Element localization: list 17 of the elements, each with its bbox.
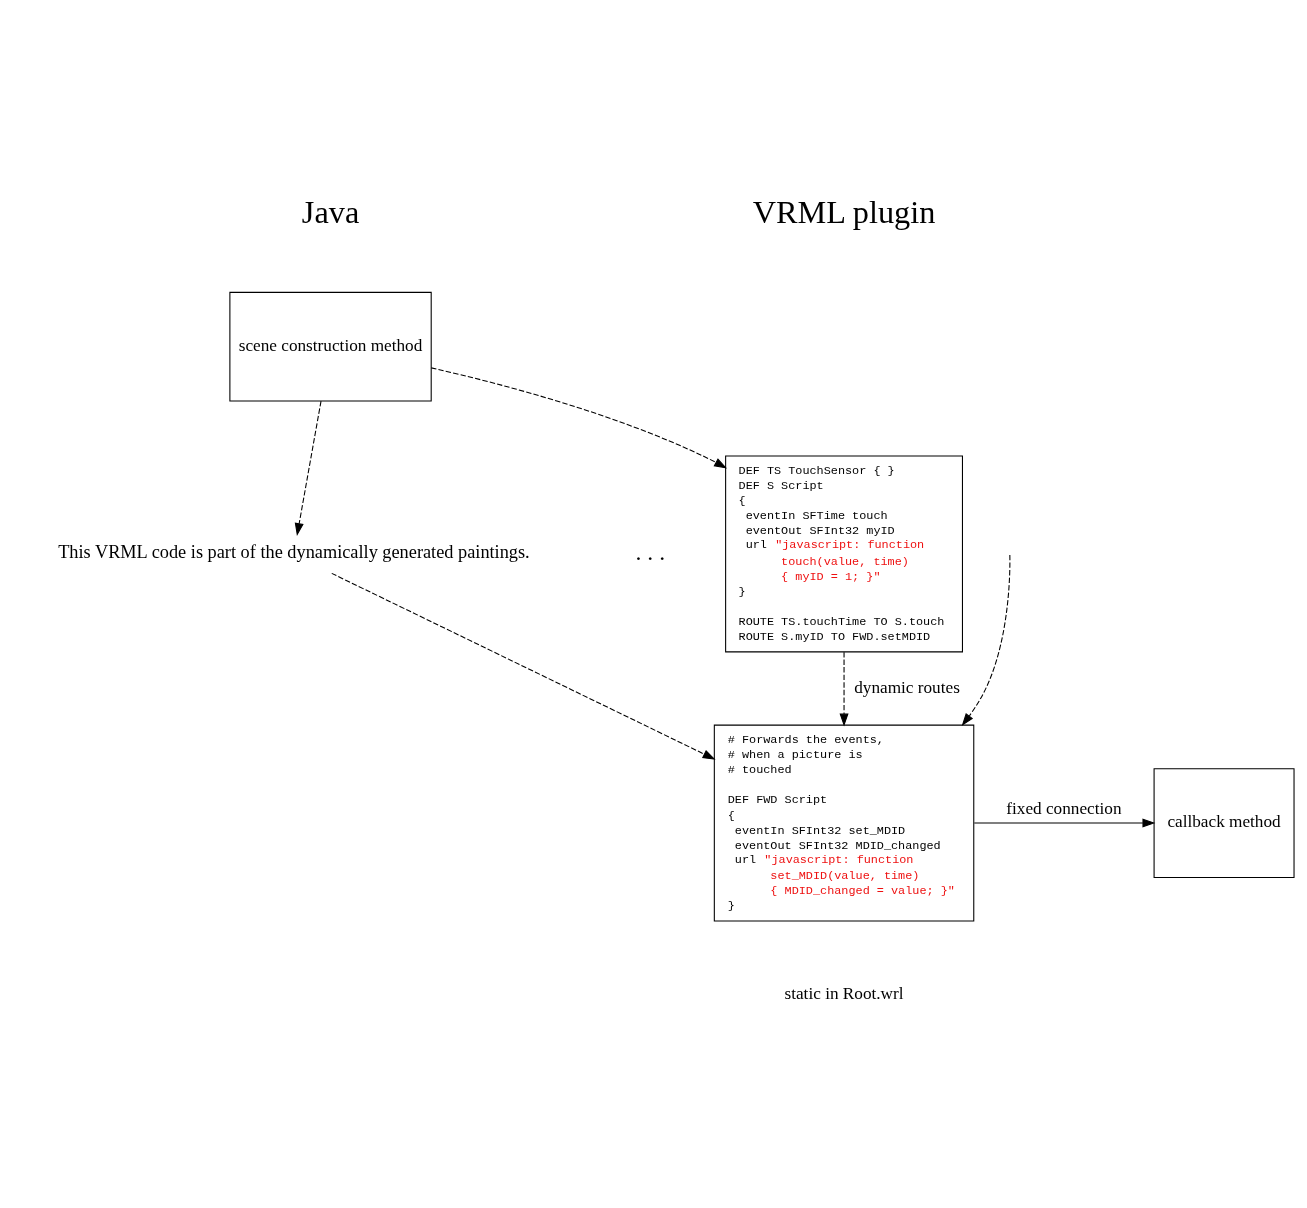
node-box: DEF TS TouchSensor { } DEF S Script { eventIn SFTime touch eventOut SFInt32 myID url "javascript: function touch(value, time) { myID = 1; }" } ROUTE TS.touchTime TO S.touch ROUTE S.myID TO FWD.setMDID: [725, 455, 963, 653]
edge-label: fixed connection: [1006, 799, 1122, 819]
node-text: This VRML code is part of the dynamically generated paintings.: [58, 542, 530, 563]
node-box: scene construction method: [229, 291, 432, 402]
arrow: [839, 651, 849, 727]
node-box: # Forwards the events, # when a picture is # touched DEF FWD Script { eventIn SFInt32 set_MDID eventOut SFInt32 MDID_changed url "javascript: function set_MDID(value, time) { MDID_changed = value; }" }: [713, 724, 975, 922]
arrow: [430, 367, 728, 469]
label: VRML plugin: [752, 194, 936, 231]
arrow: [961, 554, 1011, 727]
arrow: [331, 572, 716, 760]
arrow: [294, 400, 322, 537]
node-label: static in Root.wrl: [784, 984, 904, 1004]
edge-label: dynamic routes: [854, 677, 960, 697]
label: . . .: [635, 538, 666, 565]
label: Java: [301, 194, 360, 231]
node-box: callback method: [1153, 768, 1295, 878]
arrow: [973, 818, 1156, 828]
